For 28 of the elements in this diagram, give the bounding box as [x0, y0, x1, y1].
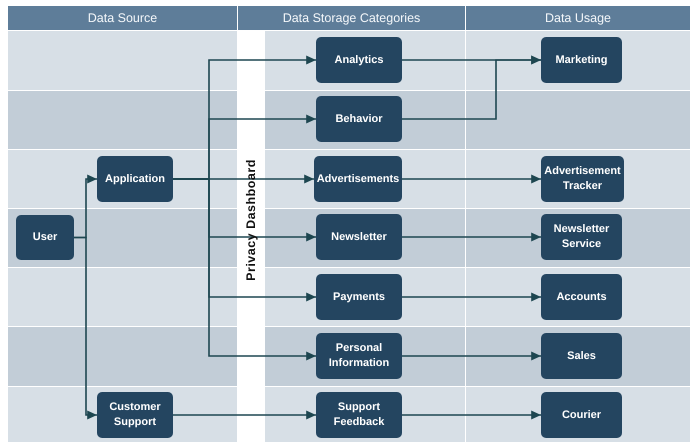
- process-box: Behavior: [316, 96, 402, 142]
- arrow: [402, 292, 541, 302]
- arrow: [173, 410, 316, 420]
- process-box: Analytics: [316, 37, 402, 83]
- process-box: Sales: [541, 333, 622, 379]
- process-box: Advertisements: [314, 156, 402, 202]
- process-box: User: [16, 215, 74, 260]
- process-box: Customer Support: [97, 392, 173, 438]
- arrow: [402, 56, 541, 120]
- vertical-label: Privacy Dashboard: [244, 159, 258, 281]
- arrow: [402, 410, 541, 420]
- process-box: Personal Information: [316, 333, 402, 379]
- process-box: Newsletter Service: [541, 214, 622, 260]
- process-box: Newsletter: [316, 214, 402, 260]
- process-box: Payments: [316, 274, 402, 320]
- arrow: [402, 174, 541, 184]
- process-box: Advertisement Tracker: [541, 156, 624, 202]
- process-box: Application: [97, 156, 173, 202]
- process-box: Support Feedback: [316, 392, 402, 438]
- arrow: [402, 352, 541, 360]
- process-box: Courier: [541, 392, 622, 438]
- process-box: Marketing: [541, 37, 622, 83]
- column-header: Data Source: [8, 6, 237, 30]
- column-header: Data Storage Categories: [238, 6, 465, 30]
- process-box: Accounts: [541, 274, 622, 320]
- arrow: [402, 232, 541, 242]
- column-header: Data Usage: [466, 6, 690, 30]
- arrow: [74, 236, 97, 420]
